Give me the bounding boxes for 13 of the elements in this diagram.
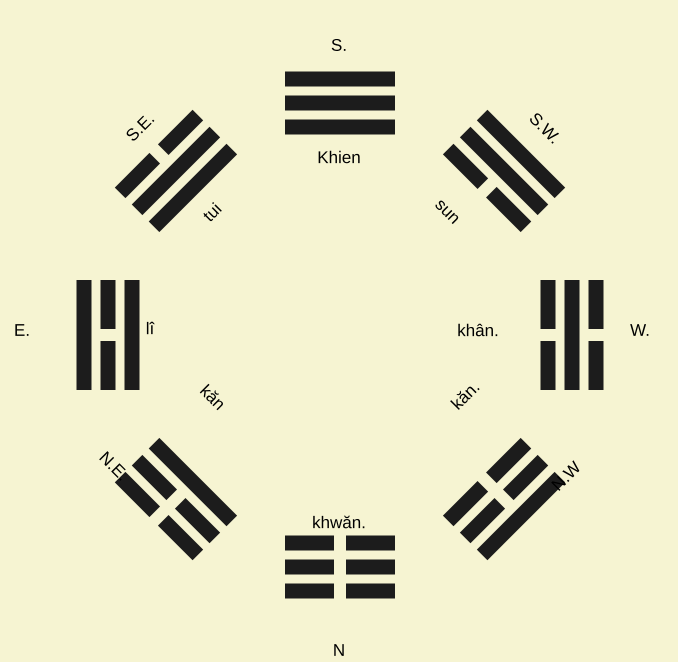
direction-label: E. bbox=[15, 324, 28, 336]
direction-label: kăn. bbox=[450, 386, 480, 410]
direction-label: kăn bbox=[200, 384, 223, 410]
trigram-name: lî bbox=[146, 322, 155, 334]
trigram-name: sun bbox=[436, 200, 458, 224]
trigram-name: tui bbox=[203, 202, 222, 222]
direction-label: S.E. bbox=[126, 116, 154, 141]
direction-label: khwăn. bbox=[313, 516, 364, 528]
trigram-name: Khien bbox=[318, 150, 360, 164]
trigram-name: W. bbox=[630, 324, 648, 336]
trigram-name: N bbox=[334, 644, 344, 656]
direction-label: khân. bbox=[458, 324, 498, 336]
direction-label: S. bbox=[332, 38, 346, 52]
